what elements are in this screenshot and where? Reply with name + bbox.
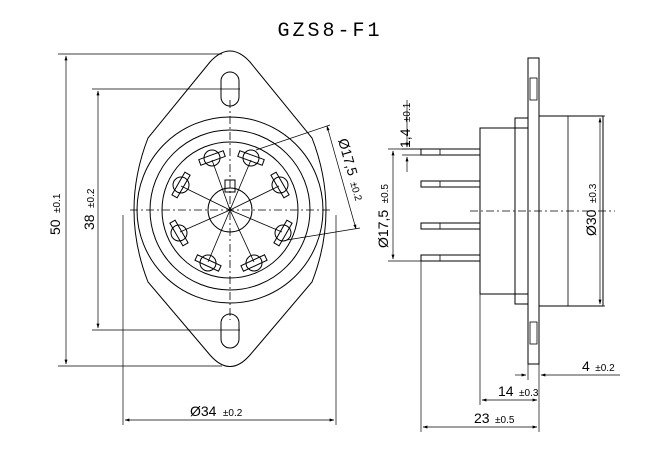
total-length-value: 23 <box>474 410 490 426</box>
svg-text:Ø17,5 ±0.5: Ø17,5 ±0.5 <box>375 184 392 248</box>
height-dimension: 50 ±0.1 <box>47 53 222 367</box>
svg-text:50 ±0.1: 50 ±0.1 <box>47 193 64 235</box>
pin-contact <box>237 149 265 167</box>
front-view: 50 ±0.1 38 ±0.2 Ø17,5 ±0.2 <box>47 50 363 425</box>
pin-contact <box>240 254 268 272</box>
height-tolerance: ±0.1 <box>52 193 63 213</box>
total-length-dimension: 23 ±0.5 <box>420 261 540 432</box>
pin-pitch-dimension: 1,4 ±0.1 <box>397 100 421 172</box>
width-dimension: Ø34 ±0.2 <box>122 215 337 425</box>
body-dia-tolerance: ±0.3 <box>588 183 599 203</box>
svg-text:Ø34 ±0.2: Ø34 ±0.2 <box>190 403 243 420</box>
pin-contact <box>270 171 290 199</box>
total-length-tolerance: ±0.5 <box>495 415 515 426</box>
pin-contact <box>198 149 226 167</box>
flange-tab <box>529 321 538 345</box>
width-value: Ø34 <box>190 403 217 419</box>
width-tolerance: ±0.2 <box>223 408 243 419</box>
pin-span-value: Ø17,5 <box>375 210 391 248</box>
pin-circle-tolerance: ±0.2 <box>347 181 363 203</box>
pin-radials <box>179 159 283 263</box>
body-dia-dimension: Ø30 ±0.3 <box>560 115 605 307</box>
flange-dimension: 4 ±0.2 <box>515 300 620 380</box>
pin-span-tolerance: ±0.5 <box>380 184 391 204</box>
flange-outline <box>133 50 327 367</box>
pin-pitch-tolerance: ±0.1 <box>402 102 413 122</box>
svg-text:1,4 ±0.1: 1,4 ±0.1 <box>397 102 414 148</box>
pin-span-dimension: Ø17,5 ±0.5 <box>375 148 421 262</box>
body-length-tolerance: ±0.3 <box>519 388 539 399</box>
side-pins <box>420 148 481 262</box>
height-value: 50 <box>47 219 63 235</box>
body-length-dimension: 14 ±0.3 <box>479 294 540 405</box>
flange-value: 4 <box>582 358 590 374</box>
body-length-value: 14 <box>498 383 514 399</box>
pin-pitch-value: 1,4 <box>397 128 413 148</box>
pin-contact <box>273 219 293 247</box>
flange-tolerance: ±0.2 <box>595 363 615 374</box>
pin-contact <box>169 219 189 247</box>
pin-contact <box>171 171 191 199</box>
drawing-title: GZS8-F1 <box>277 20 382 43</box>
svg-text:38 ±0.2: 38 ±0.2 <box>81 188 98 230</box>
hole-spacing-tolerance: ±0.2 <box>86 188 97 208</box>
flange-tab <box>529 77 538 101</box>
svg-text:23 ±0.5: 23 ±0.5 <box>474 410 515 427</box>
hole-spacing-value: 38 <box>81 214 97 230</box>
hole-spacing-dimension: 38 ±0.2 <box>81 88 240 331</box>
side-view: 1,4 ±0.1 Ø17,5 ±0.5 Ø30 ±0.3 <box>375 57 620 432</box>
svg-text:4 ±0.2: 4 ±0.2 <box>582 358 615 375</box>
pin-contacts <box>169 149 293 272</box>
svg-text:14 ±0.3: 14 ±0.3 <box>498 383 539 400</box>
pin-circle-value: Ø17,5 <box>335 136 361 177</box>
pin-contact <box>194 254 222 272</box>
body-dia-value: Ø30 <box>583 209 599 236</box>
svg-text:Ø30 ±0.3: Ø30 ±0.3 <box>583 183 600 236</box>
